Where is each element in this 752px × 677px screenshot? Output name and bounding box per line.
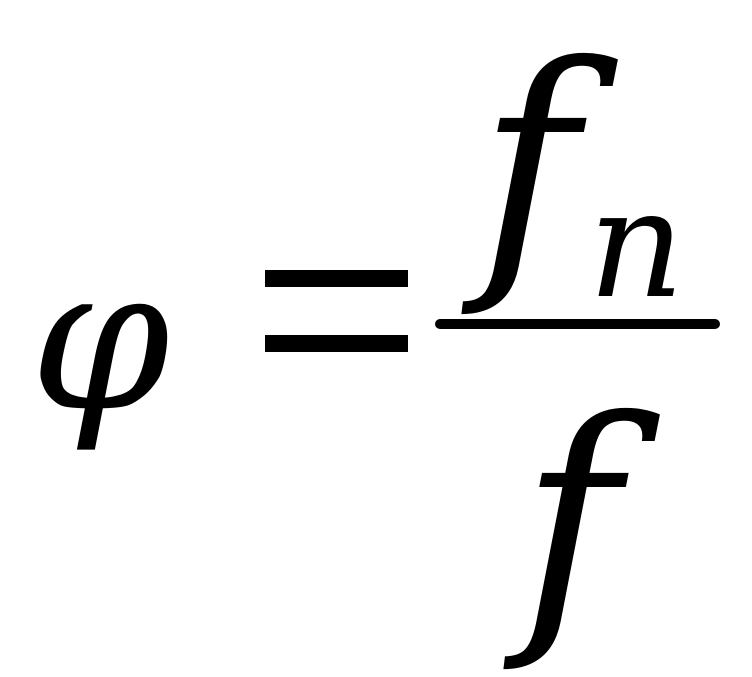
- equals-sign-bottom-bar: [265, 335, 408, 352]
- fraction-bar: [435, 319, 720, 329]
- formula-lhs: φ: [30, 223, 171, 456]
- fraction-numerator: f: [478, 7, 578, 322]
- fraction-denominator: f: [520, 362, 620, 677]
- numerator-subscript: n: [588, 158, 685, 332]
- equals-sign-top-bar: [265, 270, 408, 287]
